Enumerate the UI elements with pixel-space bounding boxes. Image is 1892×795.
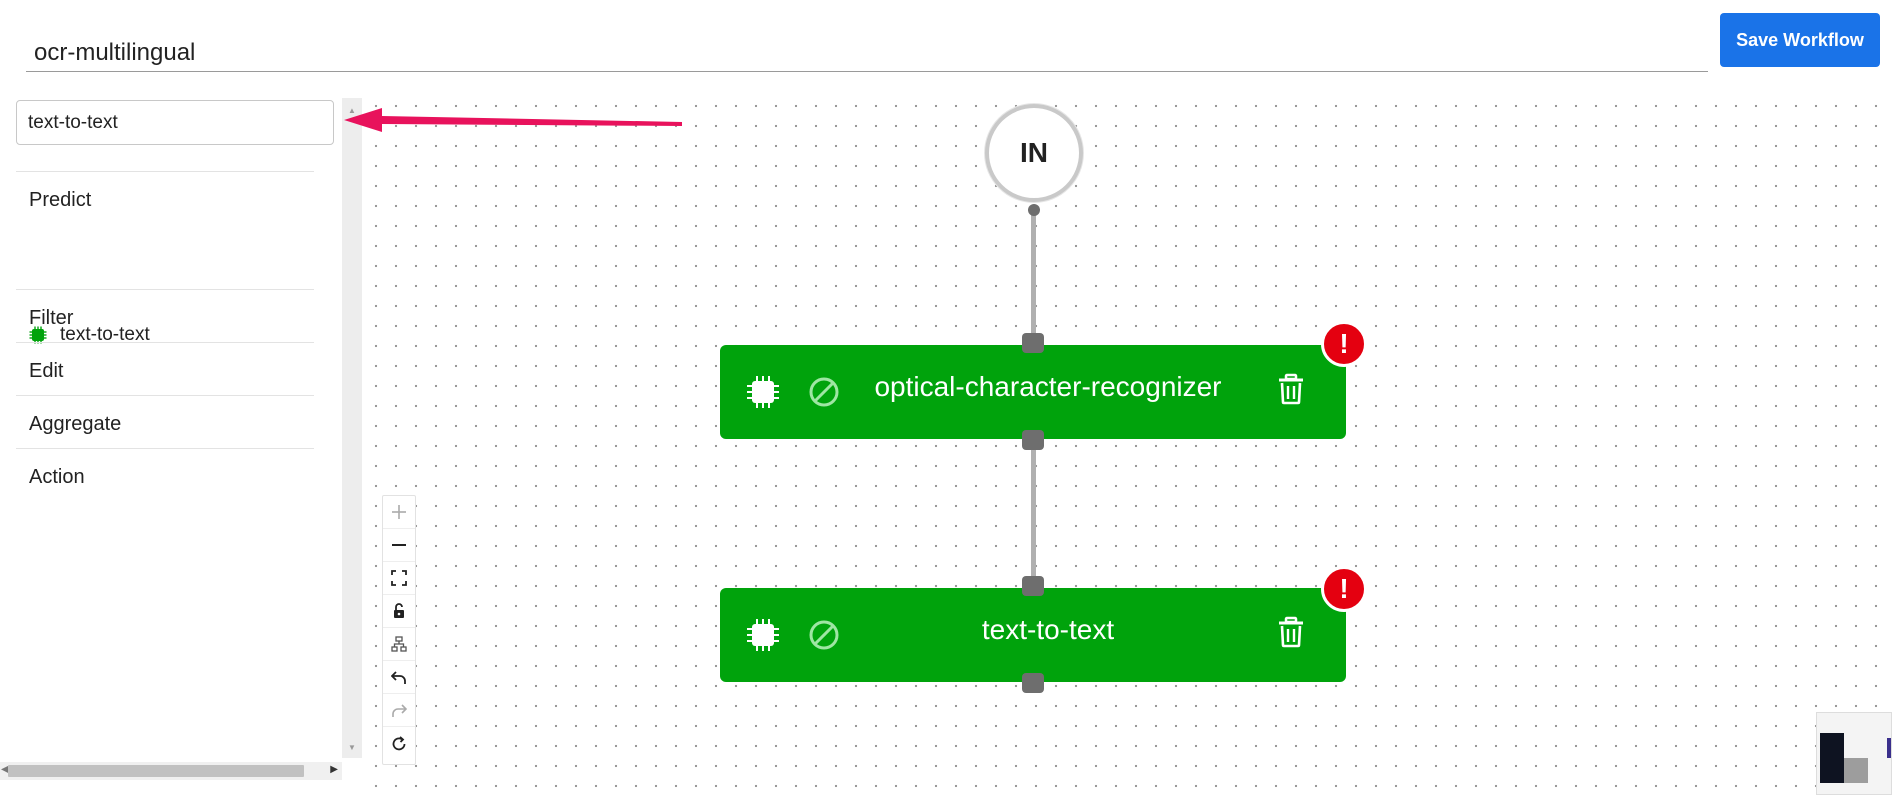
category-edit[interactable]: Edit [16, 342, 314, 394]
input-node-label: IN [1020, 137, 1048, 168]
refresh-icon [392, 735, 406, 750]
redo-button[interactable] [383, 694, 415, 727]
sidebar-horizontal-scrollbar[interactable]: ◀ ▶ [0, 762, 342, 780]
category-label-action: Action [29, 466, 85, 488]
scroll-right-icon[interactable]: ▶ [330, 764, 338, 775]
minus-icon [392, 544, 406, 546]
edge-in-to-ocr [1031, 210, 1036, 346]
undo-button[interactable] [383, 661, 415, 694]
node-palette-sidebar: Predict text-to-text Filter Edit Aggrega… [0, 90, 342, 780]
reset-button[interactable] [383, 727, 415, 760]
zoom-in-button[interactable] [383, 496, 415, 529]
save-workflow-button[interactable]: Save Workflow [1720, 13, 1880, 67]
workflow-canvas[interactable] [362, 90, 1892, 795]
node-title: text-to-text [981, 614, 1115, 645]
auto-layout-button[interactable] [383, 628, 415, 661]
sidebar-vertical-scrollbar[interactable]: ▲ ▼ [342, 98, 362, 758]
fit-view-button[interactable] [383, 562, 415, 595]
canvas-controls [382, 495, 416, 765]
minimap-block [1820, 733, 1844, 783]
node-output-port[interactable] [1022, 430, 1044, 450]
disable-icon[interactable] [808, 619, 840, 651]
input-node[interactable]: IN [985, 104, 1083, 202]
category-action[interactable]: Action [16, 448, 314, 500]
undo-icon [391, 671, 406, 684]
chip-icon [747, 619, 779, 651]
minimap-block [1844, 758, 1868, 783]
node-output-port[interactable] [1022, 673, 1044, 693]
node-text-to-text[interactable]: text-to-text [720, 588, 1346, 682]
unlock-icon [394, 603, 404, 618]
fit-view-icon [391, 570, 407, 586]
hierarchy-icon [391, 636, 407, 652]
lock-button[interactable] [383, 595, 415, 628]
error-badge-icon[interactable]: ! [1321, 566, 1367, 612]
node-title: optical-character-recognizer [874, 371, 1222, 402]
top-bar: Save Workflow [0, 0, 1892, 90]
scroll-down-icon[interactable]: ▼ [348, 743, 356, 752]
workflow-name-input[interactable] [26, 30, 1708, 72]
plus-icon [392, 505, 406, 519]
minimap-block [1887, 738, 1891, 758]
node-input-port[interactable] [1022, 576, 1044, 596]
palette-item-text-to-text[interactable]: text-to-text [60, 324, 150, 345]
category-predict: Predict [16, 171, 314, 271]
scrollbar-thumb[interactable] [8, 765, 304, 777]
node-input-port[interactable] [1022, 333, 1044, 353]
node-search-input[interactable] [16, 100, 334, 145]
error-badge-icon[interactable]: ! [1321, 321, 1367, 367]
trash-icon[interactable] [1276, 616, 1306, 648]
category-label-predict: Predict [29, 189, 92, 211]
disable-icon[interactable] [808, 376, 840, 408]
trash-icon[interactable] [1276, 373, 1306, 405]
minimap[interactable] [1816, 712, 1892, 795]
edge-ocr-to-text [1031, 442, 1036, 587]
category-label-filter: Filter [29, 307, 74, 329]
input-node-port[interactable] [1028, 204, 1040, 216]
zoom-out-button[interactable] [383, 529, 415, 562]
chip-icon [747, 376, 779, 408]
scroll-up-icon[interactable]: ▲ [348, 106, 356, 115]
category-label-aggregate: Aggregate [29, 413, 122, 435]
category-label-edit: Edit [29, 360, 64, 382]
redo-icon [392, 704, 407, 717]
category-aggregate[interactable]: Aggregate [16, 395, 314, 447]
category-filter[interactable]: Filter [16, 289, 314, 341]
node-optical-character-recognizer[interactable]: optical-character-recognizer [720, 345, 1346, 439]
annotation-arrow-icon [344, 108, 682, 132]
scroll-left-icon[interactable]: ◀ [1, 764, 9, 775]
